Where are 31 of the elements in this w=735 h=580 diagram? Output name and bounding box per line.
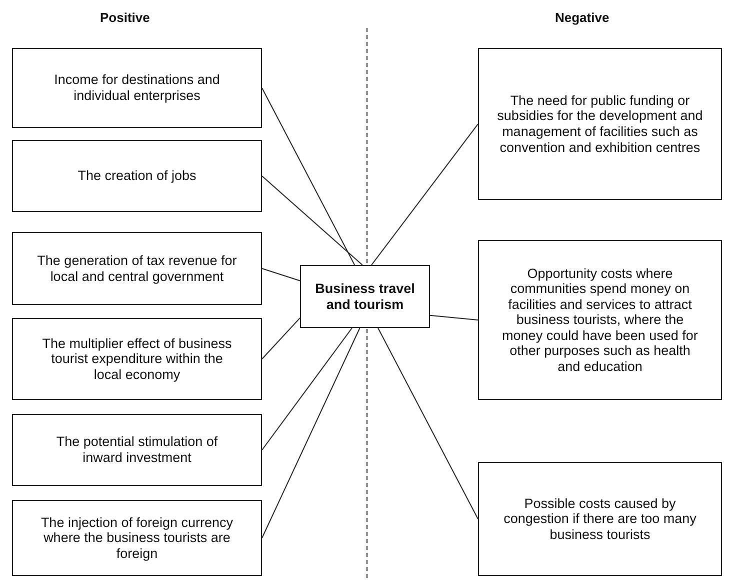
box-text: The need for public funding or subsidies for the development and management of facilities such as convention and exhibition centres: [497, 92, 703, 156]
box-text: The injection of foreign currency where the business tourists are foreign: [40, 514, 234, 562]
text-box: [478, 48, 722, 200]
connector-line: [262, 328, 352, 450]
text-box: [12, 318, 262, 400]
text-box: [12, 140, 262, 212]
central-box: [300, 265, 430, 328]
connector-line: [430, 314, 478, 320]
column-heading: Negative: [555, 10, 610, 25]
connector-line: [262, 317, 300, 360]
text-box: [12, 500, 262, 576]
text-box: [12, 48, 262, 128]
box-text: The creation of jobs: [78, 168, 196, 184]
connector-line: [371, 124, 478, 266]
connector-line: [262, 268, 300, 282]
box-text: The potential stimulation of inward investment: [55, 434, 219, 466]
connector-line: [378, 328, 478, 520]
text-box: [478, 462, 722, 576]
connector-line: [262, 88, 356, 266]
text-box: [12, 414, 262, 486]
box-text: Income for destinations and individual enterprises: [53, 72, 221, 104]
box-text: Opportunity costs where communities spend money on facilities and services to attract business tourists, where the money could have been used for other purposes such as health and education: [501, 266, 699, 374]
connector-line: [262, 176, 363, 266]
box-text: The multiplier effect of business tourist expenditure within the local economy: [41, 336, 233, 382]
text-box: [12, 232, 262, 305]
box-text: The generation of tax revenue for local and central government: [37, 252, 237, 284]
box-text: Business travel and tourism: [314, 280, 416, 312]
text-box: [478, 240, 722, 400]
connector-line: [262, 328, 360, 538]
box-text: Possible costs caused by congestion if there are too many business tourists: [502, 496, 698, 542]
column-heading: Positive: [100, 10, 150, 25]
